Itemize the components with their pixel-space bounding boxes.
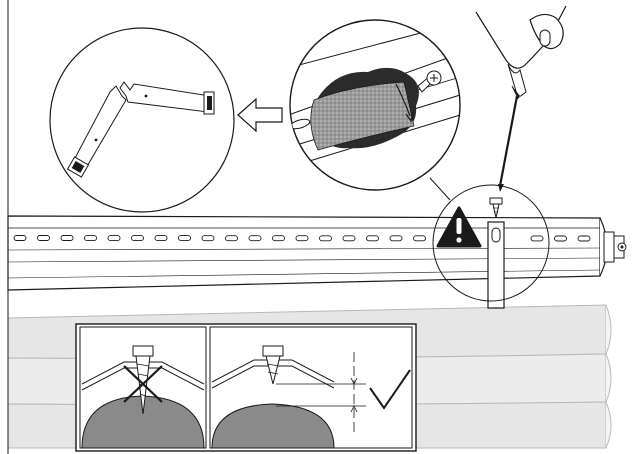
check-mark-icon (369, 369, 411, 410)
tube-slot (37, 235, 50, 241)
tube-slot (13, 235, 27, 241)
left-arrow-icon (237, 97, 283, 133)
tube-slot (530, 235, 544, 242)
tube-slot (154, 235, 168, 242)
tube-slot (178, 235, 191, 242)
tube-slot (319, 235, 332, 242)
tube-slot (295, 235, 309, 242)
tube-slot (107, 235, 121, 242)
magnified-screw-icon (417, 70, 442, 93)
screw-length-comparison (75, 323, 417, 452)
motor-shaft (310, 81, 415, 151)
tube-slot (60, 235, 74, 241)
magnified-detail (289, 19, 461, 191)
broken-tube-inset (49, 27, 235, 213)
tube-slot (554, 235, 567, 242)
callout-leader-line (429, 177, 451, 201)
tube-slot (225, 235, 238, 242)
tube-slot (248, 235, 262, 242)
tube-slots (13, 235, 591, 242)
tube-slot (389, 235, 403, 242)
rotation-arrow-icon (395, 83, 411, 117)
correct-screw-panel (209, 326, 413, 449)
hanging-strap (487, 221, 505, 309)
warning-triangle-icon (436, 206, 482, 248)
tube-slot (272, 235, 285, 242)
tube-slot (366, 235, 379, 242)
tube-slot (413, 235, 426, 242)
tube-slot (342, 235, 356, 242)
roller-tube (7, 215, 627, 291)
small-screw-icon (489, 197, 503, 219)
wrong-screw-panel (79, 326, 207, 449)
tube-slot (131, 235, 144, 242)
cross-mark-icon (123, 365, 163, 403)
tube-slot (577, 235, 591, 242)
tube-slot (84, 235, 97, 242)
screwdriver-icon (475, 5, 567, 192)
tube-slot (201, 235, 215, 242)
detail-callout-circle (432, 184, 550, 302)
